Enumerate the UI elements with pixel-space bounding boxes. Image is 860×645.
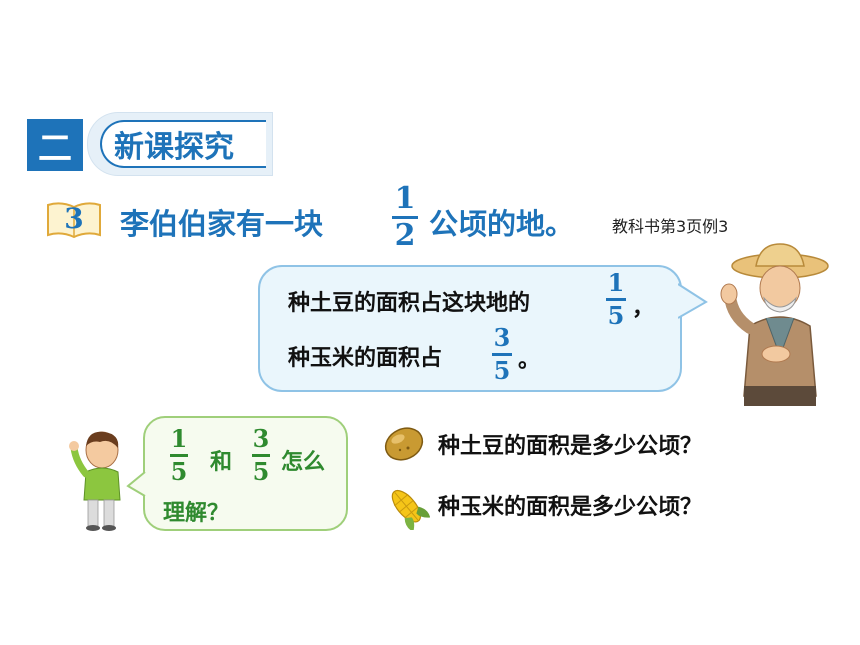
problem-text-after: 公顷的地。 bbox=[429, 207, 575, 241]
boy-speech-bubble bbox=[143, 416, 348, 531]
fraction-bar bbox=[392, 216, 418, 219]
textbook-reference: 教科书第3页例3 bbox=[612, 217, 729, 236]
problem-fraction: 1 2 bbox=[392, 183, 418, 252]
boy-line-2: 理解？ bbox=[163, 501, 230, 526]
corn-icon bbox=[391, 489, 430, 530]
fraction-denominator: 5 bbox=[252, 457, 270, 486]
question-potato: 种土豆的面积是多少公顷？ bbox=[438, 434, 703, 459]
problem-number: 3 bbox=[64, 201, 84, 235]
fraction-denominator: 2 bbox=[394, 218, 416, 253]
fraction-bar bbox=[492, 353, 512, 356]
fraction-numerator: 3 bbox=[252, 424, 270, 453]
bubble-tail bbox=[126, 471, 146, 497]
farmer-speech-bubble bbox=[258, 265, 682, 392]
fraction-denominator: 5 bbox=[493, 356, 511, 385]
farmer-line-2: 种玉米的面积占 bbox=[288, 346, 443, 371]
fraction-numerator: 3 bbox=[493, 323, 511, 352]
section-number-badge: 二 bbox=[27, 119, 83, 171]
farmer-line-1: 种土豆的面积占这块地的 bbox=[288, 291, 531, 316]
boy-how-text: 怎么 bbox=[281, 450, 326, 475]
boy-fraction-1: 1 5 bbox=[170, 426, 188, 485]
boy-illustration bbox=[69, 431, 121, 531]
fraction-numerator: 1 bbox=[607, 268, 625, 297]
fraction-bar bbox=[170, 454, 188, 457]
corn-fraction: 3 5 bbox=[492, 325, 512, 384]
boy-fraction-2: 3 5 bbox=[252, 426, 270, 485]
fraction-denominator: 5 bbox=[607, 301, 625, 330]
book-icon bbox=[47, 202, 101, 239]
fraction-bar bbox=[606, 298, 626, 301]
boy-and-text: 和 bbox=[210, 450, 233, 475]
problem-text-before: 李伯伯家有一块 bbox=[120, 207, 324, 241]
farmer-illustration bbox=[720, 243, 829, 406]
period: 。 bbox=[518, 348, 541, 373]
fraction-numerator: 1 bbox=[394, 181, 416, 216]
fraction-denominator: 5 bbox=[170, 457, 188, 486]
potato-fraction: 1 5 bbox=[606, 270, 626, 329]
bubble-tail bbox=[678, 283, 708, 319]
potato-icon bbox=[384, 427, 424, 461]
section-title: 新课探究 bbox=[100, 120, 266, 168]
fraction-bar bbox=[252, 454, 270, 457]
comma: ， bbox=[632, 296, 655, 321]
fraction-numerator: 1 bbox=[170, 424, 188, 453]
question-corn: 种玉米的面积是多少公顷？ bbox=[438, 495, 703, 520]
